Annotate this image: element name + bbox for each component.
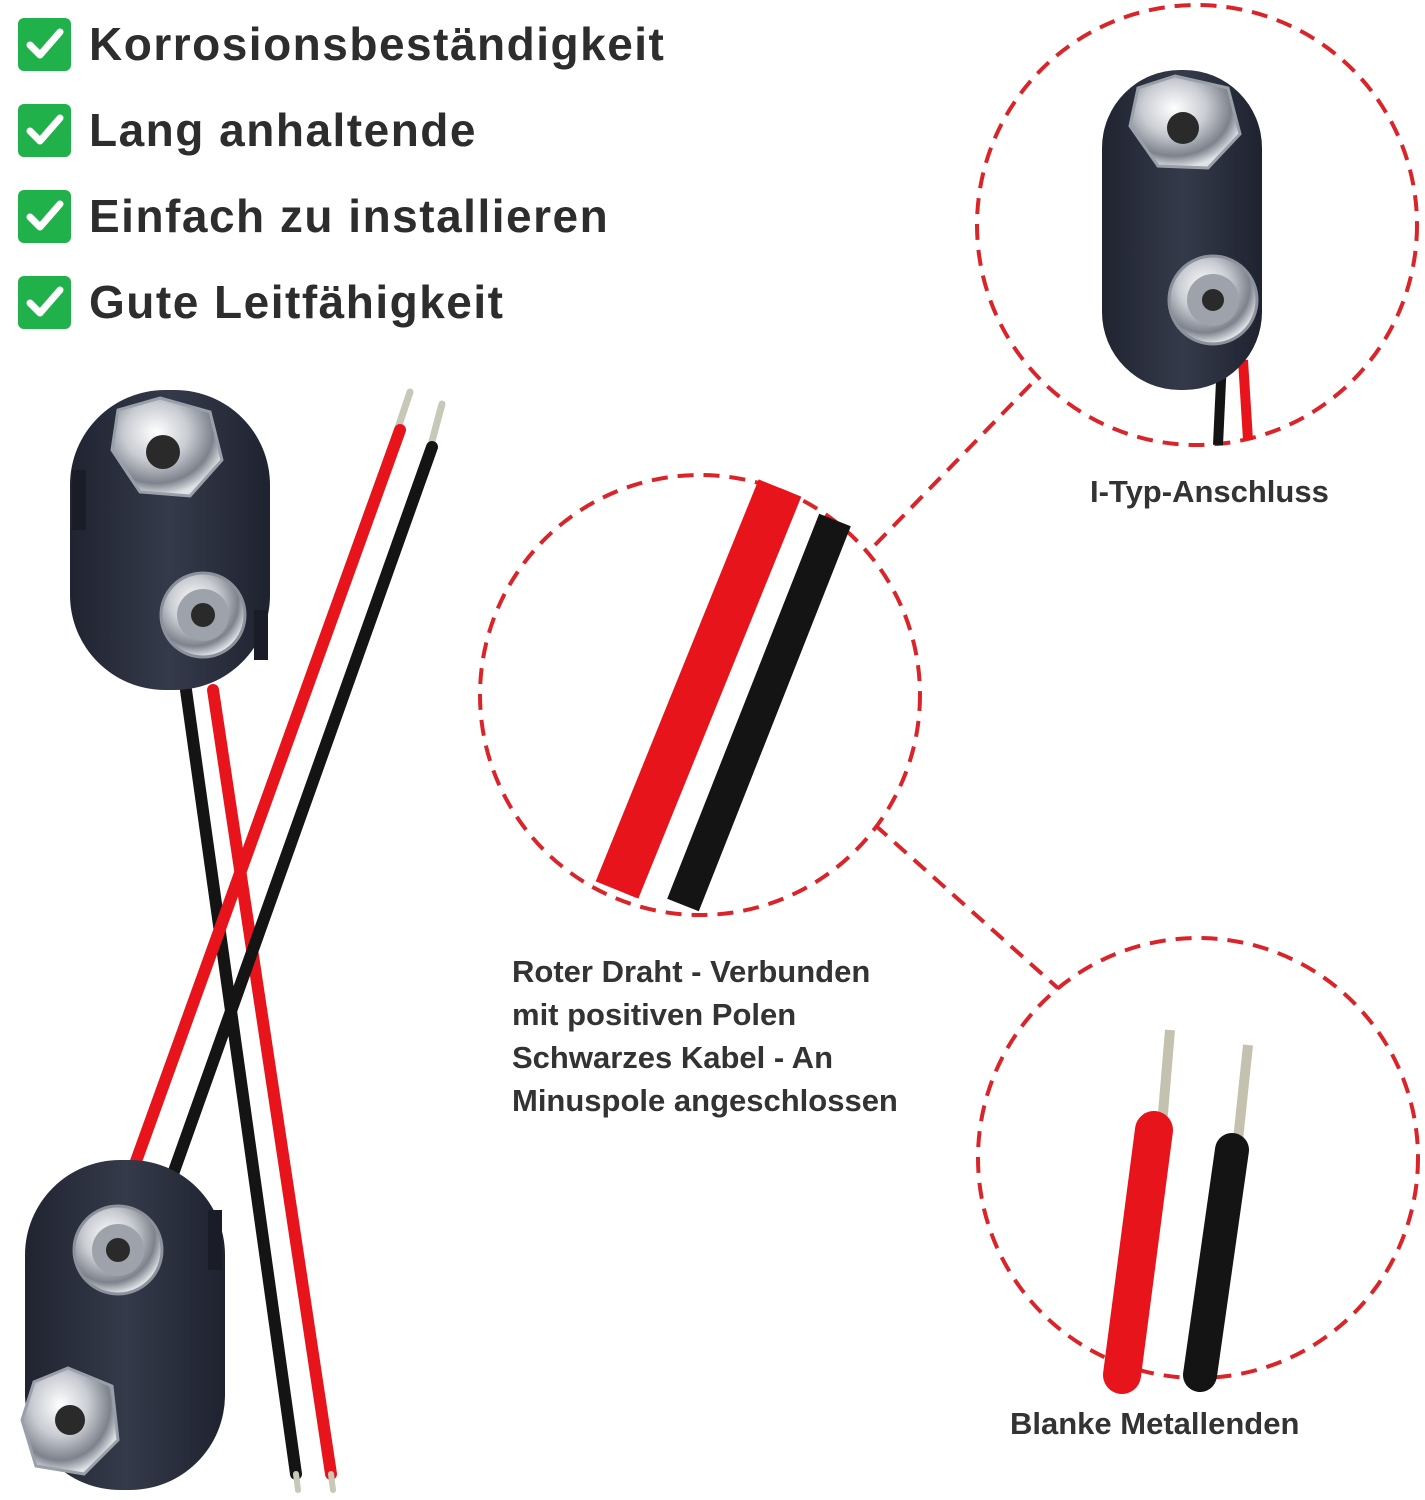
wire-caption-line: Roter Draht - Verbunden	[512, 954, 871, 989]
connector-caption: I-Typ-Anschluss	[1090, 474, 1329, 509]
feature-label: Gute Leitfähigkeit	[89, 276, 505, 328]
wire-callout	[478, 473, 922, 917]
bottom-connector	[20, 1160, 225, 1490]
feature-label: Einfach zu installieren	[89, 190, 610, 242]
wire-caption-line: Schwarzes Kabel - An	[512, 1040, 834, 1075]
check-icon	[18, 189, 71, 243]
top-connector	[70, 390, 270, 690]
feature-item: Einfach zu installieren	[18, 189, 665, 243]
check-icon	[18, 275, 71, 329]
main-wires	[124, 388, 446, 1493]
feature-label: Lang anhaltende	[89, 104, 477, 156]
callout-connectors	[873, 373, 1062, 992]
connector-callout	[975, 3, 1419, 447]
feature-list: Korrosionsbeständigkeit Lang anhaltende …	[18, 17, 666, 362]
check-icon	[18, 103, 71, 157]
wire-caption-line: Minuspole angeschlossen	[512, 1083, 898, 1118]
feature-item: Korrosionsbeständigkeit	[18, 17, 666, 71]
check-icon	[18, 17, 71, 71]
feature-item: Lang anhaltende	[18, 103, 665, 157]
feature-label: Korrosionsbeständigkeit	[89, 18, 666, 70]
ends-callout	[976, 936, 1420, 1394]
wire-caption: Roter Draht - Verbunden mit positiven Po…	[512, 950, 898, 1122]
wire-caption-line: mit positiven Polen	[512, 997, 797, 1032]
feature-item: Gute Leitfähigkeit	[18, 275, 665, 329]
ends-caption: Blanke Metallenden	[1010, 1406, 1300, 1441]
